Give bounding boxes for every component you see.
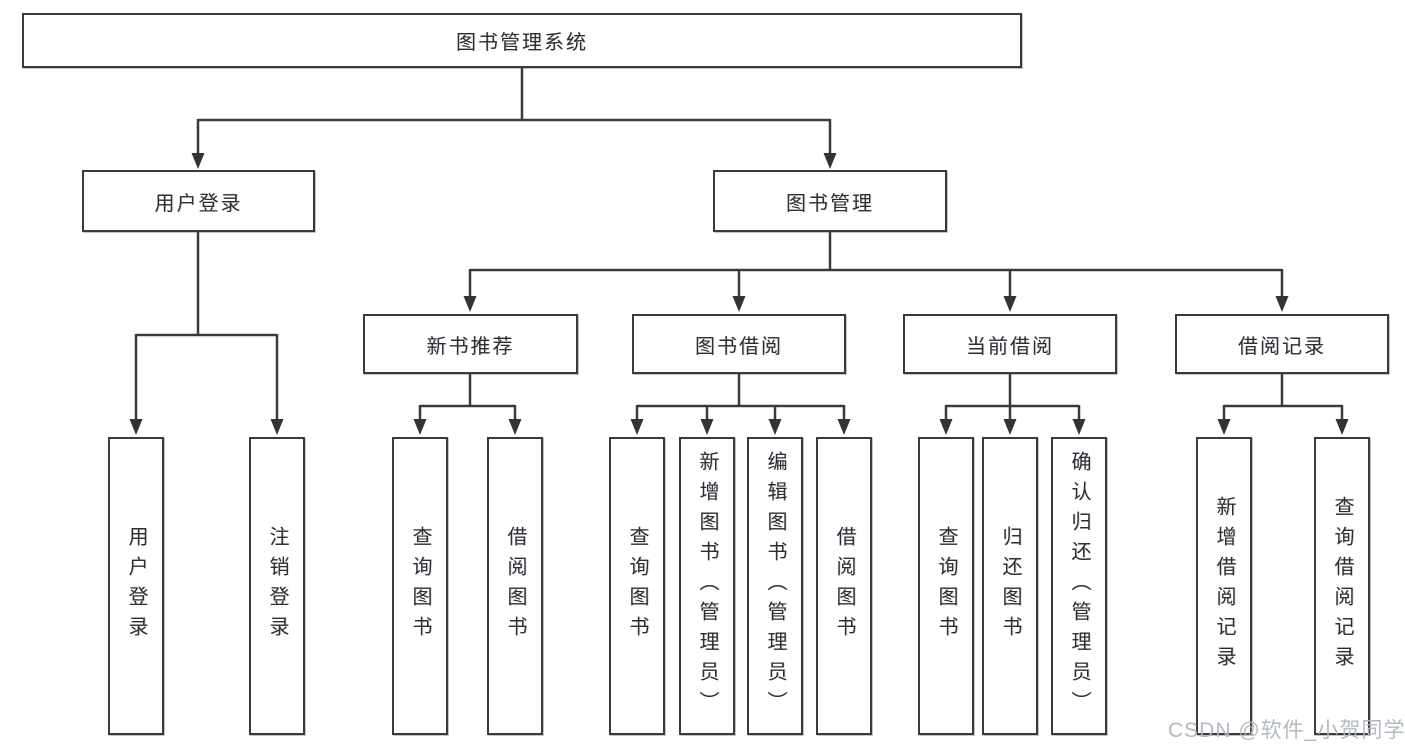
arrowhead [837,419,851,435]
node-label: 查询借阅记录 [1331,496,1353,676]
arrowhead [508,419,522,435]
node-root: 图书管理系统 [22,13,1022,68]
node-borrow-records: 借阅记录 [1175,314,1389,374]
arrowhead [191,153,205,169]
node-label: 新书推荐 [426,335,515,358]
arrowhead [939,419,953,435]
leaf-query-borrow-record: 查询借阅记录 [1314,437,1370,735]
arrowhead [630,419,644,435]
arrowhead [1003,419,1017,435]
node-label: 注销登录 [266,526,288,646]
node-label: 图书借阅 [695,335,783,358]
leaf-confirm-return-admin: 确认归还（管理员） [1051,437,1107,735]
node-label: 编辑图书（管理员） [764,451,786,721]
leaf-logout: 注销登录 [249,437,305,735]
node-book-borrow: 图书借阅 [632,314,846,374]
arrowhead [768,419,782,435]
leaf-add-book-admin: 新增图书（管理员） [679,437,735,735]
arrowhead [823,153,837,169]
arrowhead [732,296,746,312]
node-label: 图书管理系统 [456,32,588,54]
node-label: 借阅图书 [504,526,526,646]
leaf-return-book: 归还图书 [982,437,1038,735]
csdn-watermark: CSDN @软件_小贺同学 [1168,719,1405,742]
arrowhead [129,419,143,435]
leaf-borrow-books: 借阅图书 [816,437,872,735]
arrowhead [1275,296,1289,312]
leaf-query-books-current: 查询图书 [918,437,974,735]
node-current-borrow: 当前借阅 [903,314,1117,374]
arrowhead [270,419,284,435]
node-label: 新增借阅记录 [1213,496,1235,676]
node-label: 借阅图书 [833,526,855,646]
node-label: 归还图书 [999,526,1021,646]
arrowhead [1072,419,1086,435]
arrowhead [1003,296,1017,312]
node-label: 图书管理 [786,192,874,215]
node-book-management: 图书管理 [713,170,947,232]
leaf-borrow-books-recommend: 借阅图书 [487,437,543,735]
leaf-query-books-recommend: 查询图书 [392,437,448,735]
arrowhead [700,419,714,435]
node-label: 借阅记录 [1238,335,1326,358]
node-label: 用户登录 [125,526,147,646]
node-label: 确认归还（管理员） [1068,451,1090,721]
node-label: 新增图书（管理员） [696,451,718,721]
node-label: 查询图书 [626,526,648,646]
arrowhead [463,296,477,312]
arrowhead [1217,419,1231,435]
arrowhead [1335,419,1349,435]
leaf-user-login: 用户登录 [108,437,164,735]
node-label: 查询图书 [935,526,957,646]
leaf-query-books-borrow: 查询图书 [609,437,665,735]
node-user-login: 用户登录 [82,170,315,232]
node-label: 当前借阅 [966,335,1054,358]
arrowhead [413,419,427,435]
node-label: 查询图书 [409,526,431,646]
node-new-book-recommend: 新书推荐 [363,314,578,374]
leaf-add-borrow-record: 新增借阅记录 [1196,437,1252,735]
leaf-edit-book-admin: 编辑图书（管理员） [747,437,803,735]
node-label: 用户登录 [154,192,243,215]
